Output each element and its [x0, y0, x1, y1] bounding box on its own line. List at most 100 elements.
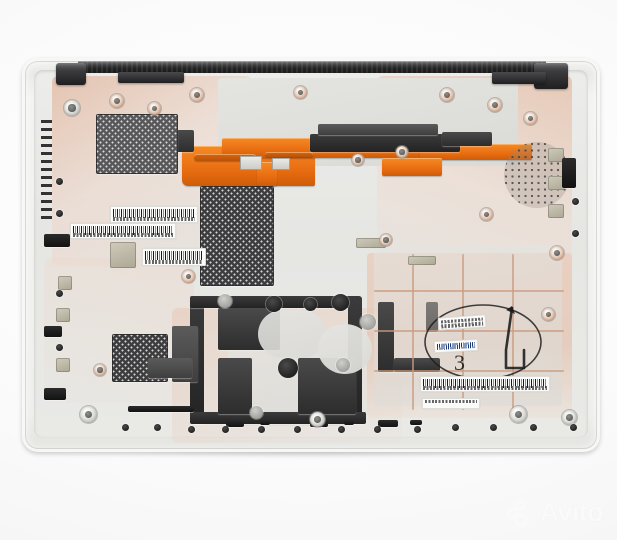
orange-bracket-tab — [382, 158, 442, 176]
edge-clip-g — [410, 420, 422, 425]
rear-hinge-rail — [78, 60, 546, 73]
avito-watermark: Avito — [506, 497, 604, 527]
avito-dots-logo — [506, 499, 533, 526]
edge-hole-r2 — [572, 230, 579, 237]
mount-hole-c5 — [336, 358, 350, 372]
edge-clip-a — [128, 406, 194, 412]
barcode-lower-right — [420, 376, 550, 392]
sticker-blue-qc — [433, 338, 479, 354]
barcode-upper-left — [110, 206, 198, 223]
edge-clip-b — [226, 420, 244, 427]
screw-boss-7 — [488, 98, 502, 112]
mount-hole-c3 — [332, 294, 349, 311]
edge-hole-4 — [222, 426, 229, 433]
edge-hole-12 — [530, 424, 537, 431]
io-slot-b — [44, 326, 62, 337]
dark-rib-over-orange — [310, 134, 460, 152]
barcode-bars — [113, 209, 195, 218]
barcode-text — [423, 386, 547, 390]
io-slot-c — [44, 388, 66, 400]
qc-bars — [436, 342, 476, 350]
edge-clip-c — [260, 420, 270, 425]
barcode-text — [145, 260, 203, 264]
screw-boss-11 — [480, 208, 493, 221]
mount-hole-c4 — [278, 358, 298, 378]
io-slot-d — [562, 158, 576, 188]
touchpad-recess — [258, 310, 326, 358]
thermal-pad-b — [56, 308, 70, 322]
edge-hole-l4 — [56, 344, 63, 351]
avito-wordmark: Avito — [539, 497, 604, 527]
left-edge-fin-array — [41, 120, 52, 220]
mount-hole-c8 — [250, 406, 263, 419]
laptop-bottom-case: 3 — [22, 58, 600, 452]
screw-boss-15 — [94, 364, 106, 376]
screw-boss-4 — [190, 88, 204, 102]
screw-boss-3 — [148, 102, 161, 115]
screw-boss-18 — [510, 406, 527, 423]
barcode-text — [73, 233, 173, 237]
mount-hole-c6 — [218, 294, 232, 308]
screw-boss-14 — [182, 270, 195, 283]
orange-bracket-slot — [194, 154, 256, 161]
edge-hole-8 — [374, 426, 381, 433]
barcode-bars — [145, 251, 203, 260]
grid-line-h1 — [374, 290, 564, 292]
grid-line-h2 — [374, 330, 564, 332]
edge-hole-9 — [414, 426, 421, 433]
edge-hole-11 — [490, 424, 497, 431]
thermal-pad-e — [548, 204, 564, 218]
left-display-hinge-mount — [56, 63, 86, 85]
thermal-pad-d — [548, 176, 564, 190]
thermal-pad-left — [110, 242, 136, 268]
io-slot-a — [44, 234, 70, 247]
screw-boss-17 — [310, 412, 325, 427]
edge-clip-f — [378, 420, 398, 427]
edge-hole-l3 — [56, 290, 63, 297]
hinge-bracket-right — [492, 72, 546, 84]
thermal-pad-h — [408, 256, 436, 265]
mount-hole-c1 — [266, 296, 282, 312]
structure-block-b — [218, 358, 252, 414]
avito-dot-2 — [514, 499, 525, 510]
avito-dot-1 — [506, 507, 518, 519]
speaker-vent-mesh-center — [200, 186, 274, 286]
barcode-bars — [73, 226, 173, 235]
edge-hole-6 — [294, 426, 301, 433]
screw-boss-1 — [64, 100, 80, 116]
drop-shadow — [30, 448, 587, 474]
screw-boss-20 — [542, 308, 555, 321]
thermal-pad-f — [548, 148, 564, 162]
thermal-pad-g — [356, 238, 386, 248]
hinge-bracket-left — [118, 72, 184, 83]
dark-rib-right — [442, 132, 492, 146]
edge-hole-l2 — [56, 210, 63, 217]
orange-bracket-slot-2 — [265, 152, 313, 157]
speaker-vent-mesh-upper-left — [96, 114, 178, 174]
barcode-text — [113, 217, 195, 221]
screw-boss-5 — [294, 86, 307, 99]
mount-hole-c7 — [360, 314, 376, 330]
thermal-pad-a — [58, 276, 72, 290]
round-speaker-grille-right — [504, 142, 570, 208]
edge-hole-3 — [188, 426, 195, 433]
barcode-bars — [423, 379, 547, 388]
mount-hole-c2 — [304, 298, 317, 311]
avito-dot-3 — [514, 513, 527, 526]
structure-rib-r1 — [378, 302, 394, 372]
edge-hole-7 — [338, 426, 345, 433]
screw-boss-6 — [440, 88, 454, 102]
dark-rib-upper — [318, 124, 438, 135]
screw-boss-2 — [110, 94, 124, 108]
screw-boss-8 — [524, 112, 537, 125]
screw-boss-12 — [550, 246, 564, 260]
structure-rib-r3 — [426, 302, 438, 332]
edge-hole-5 — [258, 426, 265, 433]
edge-hole-13 — [570, 424, 577, 431]
edge-hole-1 — [122, 424, 129, 431]
barcode-lower-small — [422, 398, 480, 409]
screw-boss-13 — [380, 234, 392, 246]
metal-clip-b — [272, 158, 290, 170]
edge-clip-e — [344, 420, 354, 425]
